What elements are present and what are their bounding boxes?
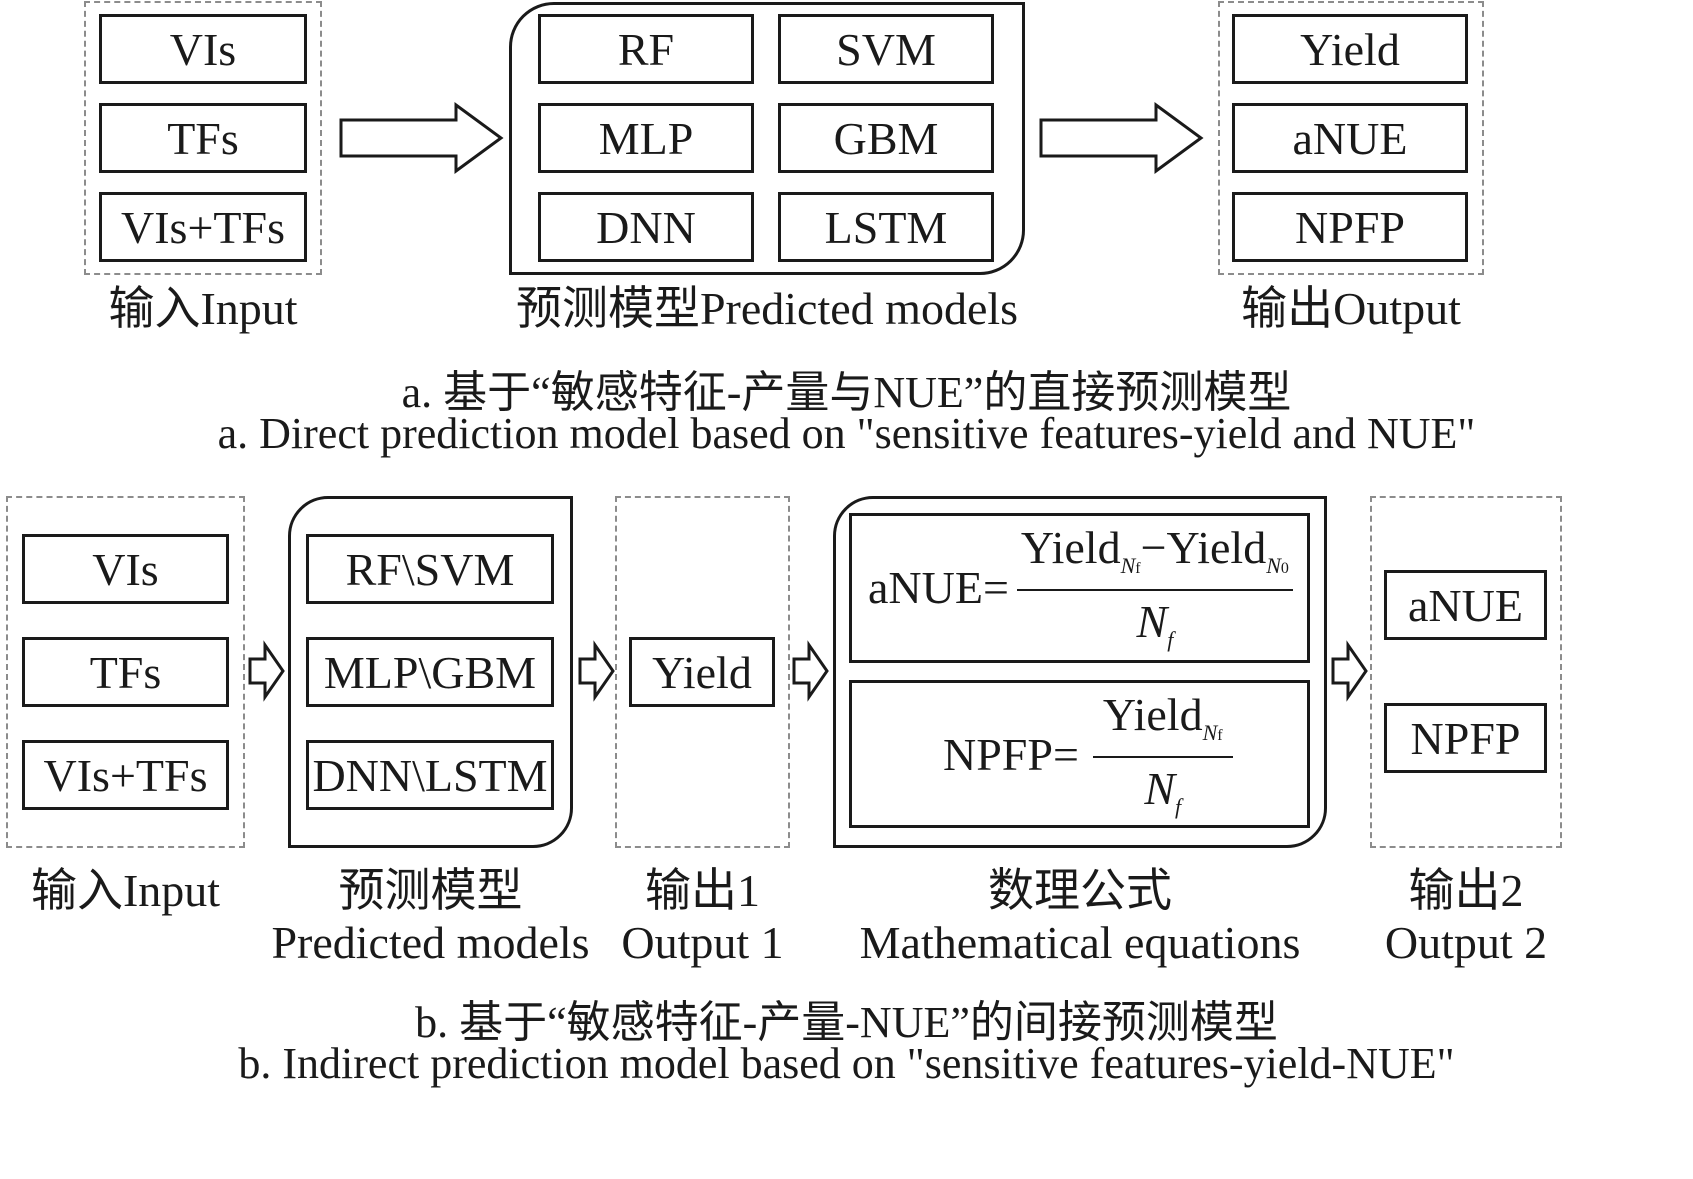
b-output2-npfp: NPFP xyxy=(1384,703,1547,773)
b-output2-group xyxy=(1370,496,1562,848)
b-model-mlp-gbm: MLP\GBM xyxy=(306,637,554,707)
b-sub-nf-2: Nf xyxy=(1202,720,1223,745)
b-equation-anue-box xyxy=(849,513,1310,663)
a-input-label: 输入Input xyxy=(108,283,298,334)
b-output1-yield: Yield xyxy=(629,637,775,707)
a-model-mlp: MLP xyxy=(538,103,754,173)
b-equations-label-en: Mathematical equations xyxy=(859,917,1301,968)
b-output2-label-en: Output 2 xyxy=(1384,917,1548,968)
b-arrow-1 xyxy=(248,640,285,702)
b-equation-npfp-num: Yield xyxy=(1102,688,1203,740)
a-output-yield: Yield xyxy=(1232,14,1468,84)
a-models-label: 预测模型Predicted models xyxy=(515,283,1019,334)
b-sub-n0: N0 xyxy=(1266,553,1289,578)
b-sub-nf-1: Nf xyxy=(1120,553,1141,578)
b-equation-npfp-box xyxy=(849,680,1310,828)
a-model-dnn: DNN xyxy=(538,192,754,262)
b-equation-anue-num-a: Yield xyxy=(1020,521,1121,573)
b-caption-cn: b. 基于“敏感特征-产量-NUE”的间接预测模型 xyxy=(415,998,1278,1047)
a-input-vis: VIs xyxy=(99,14,307,84)
a-output-label: 输出Output xyxy=(1241,283,1461,334)
a-model-svm: SVM xyxy=(778,14,994,84)
a-output-group xyxy=(1218,1,1484,275)
b-input-vis-tfs: VIs+TFs xyxy=(22,740,229,810)
b-equation-anue-den: Nf xyxy=(1016,589,1293,653)
a-model-lstm: LSTM xyxy=(778,192,994,262)
b-equation-npfp: NPFP= YieldNf Nf xyxy=(943,687,1233,821)
a-model-gbm: GBM xyxy=(778,103,994,173)
a-input-group xyxy=(84,1,322,275)
b-arrow-3 xyxy=(792,640,829,702)
b-arrow-2 xyxy=(578,640,615,702)
b-output2-anue: aNUE xyxy=(1384,570,1547,640)
a-output-npfp: NPFP xyxy=(1232,192,1468,262)
a-caption-en: a. Direct prediction model based on "sen… xyxy=(217,409,1476,458)
a-arrow-1 xyxy=(339,102,504,174)
b-equation-anue-minus: − xyxy=(1140,521,1167,573)
b-output1-group xyxy=(615,496,790,848)
b-caption-en: b. Indirect prediction model based on "s… xyxy=(238,1039,1455,1088)
b-input-vis: VIs xyxy=(22,534,229,604)
b-equation-npfp-lhs: NPFP= xyxy=(943,728,1079,780)
b-input-tfs: TFs xyxy=(22,637,229,707)
b-model-dnn-lstm: DNN\LSTM xyxy=(306,740,554,810)
a-arrow-2 xyxy=(1039,102,1204,174)
a-input-vis-tfs: VIs+TFs xyxy=(99,192,307,262)
b-equation-npfp-den: Nf xyxy=(1092,756,1233,820)
b-models-label-en: Predicted models xyxy=(271,917,590,968)
b-equations-label-cn: 数理公式 xyxy=(988,865,1172,916)
b-equation-anue: aNUE= YieldNf−YieldN0 Nf xyxy=(868,522,1293,652)
a-output-anue: aNUE xyxy=(1232,103,1468,173)
b-equation-anue-lhs: aNUE= xyxy=(868,561,1009,613)
b-input-label: 输入Input xyxy=(30,865,221,916)
b-models-label-cn: 预测模型 xyxy=(338,865,523,916)
b-output2-label-cn: 输出2 xyxy=(1408,865,1524,916)
b-input-group xyxy=(6,496,245,848)
a-model-rf: RF xyxy=(538,14,754,84)
b-equation-anue-num-b: Yield xyxy=(1166,521,1267,573)
b-model-rf-svm: RF\SVM xyxy=(306,534,554,604)
a-caption-cn: a. 基于“敏感特征-产量与NUE”的直接预测模型 xyxy=(401,368,1292,417)
b-output1-label-en: Output 1 xyxy=(621,917,784,968)
b-arrow-4 xyxy=(1331,640,1368,702)
b-output1-label-cn: 输出1 xyxy=(645,865,760,916)
a-input-tfs: TFs xyxy=(99,103,307,173)
